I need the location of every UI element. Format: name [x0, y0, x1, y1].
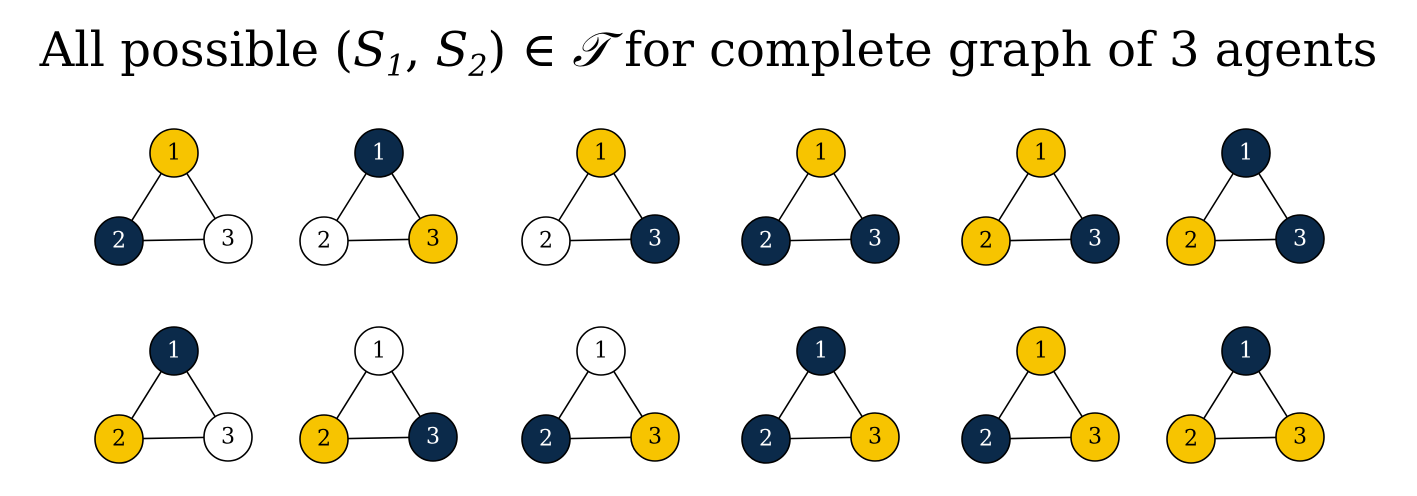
title-s2: S2	[435, 22, 488, 84]
node-2-white	[299, 216, 349, 266]
node-label-2: 2	[759, 427, 773, 452]
node-label-3: 3	[868, 425, 882, 450]
graph-9: 1 2 3	[521, 326, 680, 464]
node-2-navy	[741, 216, 791, 266]
node-1-yellow	[576, 128, 626, 178]
graph-4: 1 2 3	[741, 128, 900, 266]
node-1-navy	[796, 326, 846, 376]
title-separator: ,	[404, 22, 436, 78]
title-s1: S1	[352, 22, 405, 84]
node-label-2: 2	[759, 229, 773, 254]
node-label-3: 3	[221, 227, 235, 252]
node-label-1: 1	[1034, 339, 1048, 364]
node-2-white	[521, 216, 571, 266]
node-label-3: 3	[221, 425, 235, 450]
node-2-yellow	[961, 216, 1011, 266]
node-label-1: 1	[594, 339, 608, 364]
node-label-2: 2	[979, 427, 993, 452]
node-label-3: 3	[426, 425, 440, 450]
node-3-navy	[1070, 214, 1120, 264]
node-2-yellow	[1166, 414, 1216, 464]
node-2-yellow	[1166, 216, 1216, 266]
node-label-2: 2	[1184, 229, 1198, 254]
node-label-1: 1	[167, 141, 181, 166]
graph-6: 1 2 3	[1166, 128, 1325, 266]
node-label-1: 1	[372, 141, 386, 166]
node-label-2: 2	[979, 229, 993, 254]
node-3-yellow	[1275, 412, 1325, 462]
node-1-white	[576, 326, 626, 376]
node-label-2: 2	[317, 427, 331, 452]
graph-8: 1 2 3	[299, 326, 458, 464]
node-label-1: 1	[1239, 141, 1253, 166]
node-label-3: 3	[868, 227, 882, 252]
figure-title: All possible (S1, S2) ∈ 𝒯 for complete g…	[0, 22, 1417, 84]
node-2-yellow	[94, 414, 144, 464]
node-label-2: 2	[539, 427, 553, 452]
node-label-1: 1	[167, 339, 181, 364]
node-label-3: 3	[426, 227, 440, 252]
node-2-navy	[741, 414, 791, 464]
graph-11: 1 2 3	[961, 326, 1120, 464]
node-3-white	[203, 412, 253, 462]
node-label-3: 3	[1293, 227, 1307, 252]
node-label-3: 3	[1088, 425, 1102, 450]
node-label-3: 3	[648, 227, 662, 252]
node-1-white	[354, 326, 404, 376]
node-label-2: 2	[112, 427, 126, 452]
node-1-navy	[1221, 128, 1271, 178]
node-1-yellow	[1016, 128, 1066, 178]
graph-10: 1 2 3	[741, 326, 900, 464]
node-1-navy	[1221, 326, 1271, 376]
node-2-navy	[961, 414, 1011, 464]
node-3-yellow	[1070, 412, 1120, 462]
node-label-1: 1	[814, 141, 828, 166]
node-3-yellow	[408, 214, 458, 264]
graph-7: 1 2 3	[94, 326, 253, 464]
node-2-navy	[521, 414, 571, 464]
node-1-yellow	[796, 128, 846, 178]
node-2-navy	[94, 216, 144, 266]
title-suffix: for complete graph of 3 agents	[609, 22, 1378, 78]
graph-5: 1 2 3	[961, 128, 1120, 266]
graph-12: 1 2 3	[1166, 326, 1325, 464]
title-prefix: All possible (	[39, 22, 353, 78]
node-3-navy	[1275, 214, 1325, 264]
node-label-3: 3	[1088, 227, 1102, 252]
node-2-yellow	[299, 414, 349, 464]
node-1-yellow	[149, 128, 199, 178]
node-3-navy	[850, 214, 900, 264]
title-middle: ) ∈	[487, 22, 573, 78]
node-label-2: 2	[1184, 427, 1198, 452]
graph-1: 1 2 3	[94, 128, 253, 266]
graph-3: 1 2 3	[521, 128, 680, 266]
node-3-yellow	[850, 412, 900, 462]
node-label-1: 1	[594, 141, 608, 166]
node-label-2: 2	[317, 229, 331, 254]
node-label-3: 3	[648, 425, 662, 450]
node-label-2: 2	[539, 229, 553, 254]
node-label-1: 1	[1034, 141, 1048, 166]
node-3-white	[203, 214, 253, 264]
node-3-navy	[408, 412, 458, 462]
node-label-2: 2	[112, 229, 126, 254]
node-label-1: 1	[372, 339, 386, 364]
node-1-navy	[354, 128, 404, 178]
node-label-1: 1	[1239, 339, 1253, 364]
graph-2: 1 2 3	[299, 128, 458, 266]
node-label-1: 1	[814, 339, 828, 364]
title-set-symbol: 𝒯	[572, 22, 610, 78]
node-3-yellow	[630, 412, 680, 462]
node-1-navy	[149, 326, 199, 376]
node-label-3: 3	[1293, 425, 1307, 450]
node-1-yellow	[1016, 326, 1066, 376]
node-3-navy	[630, 214, 680, 264]
